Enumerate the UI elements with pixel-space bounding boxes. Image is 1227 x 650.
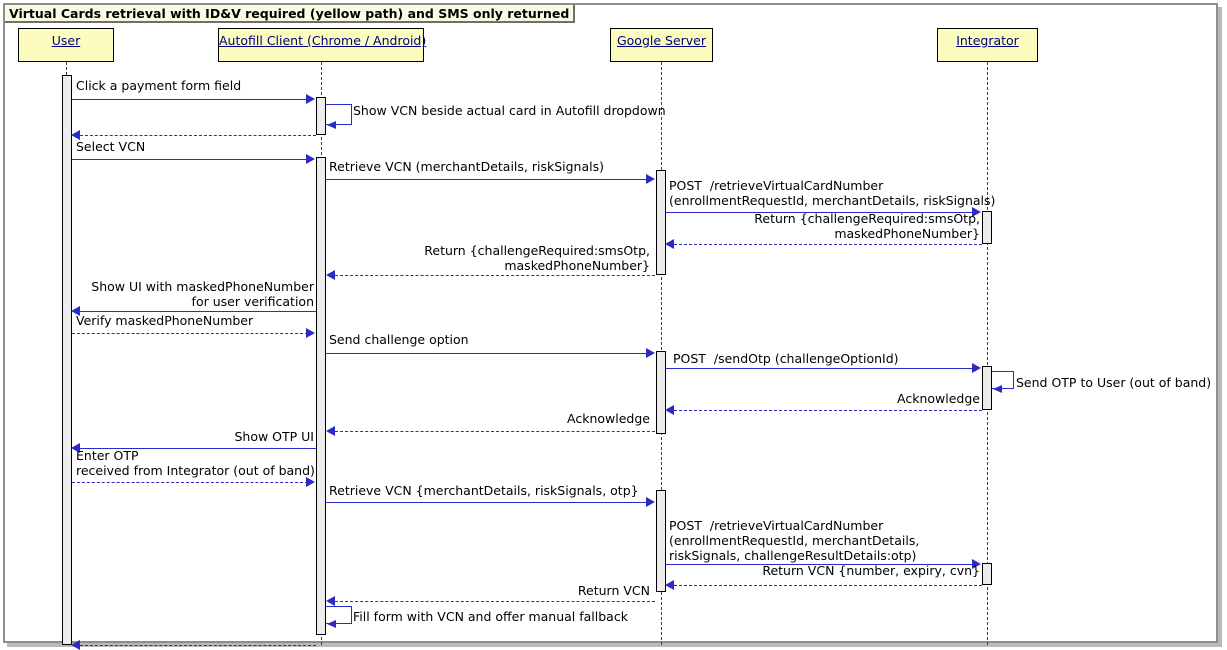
message-arrow-23 [71, 640, 80, 650]
diagram-title: Virtual Cards retrieval with ID&V requir… [5, 5, 576, 23]
message-label-16: Show OTP UI [234, 429, 314, 444]
activation-server-1 [656, 170, 666, 275]
message-line-10 [72, 333, 308, 334]
message-arrow-3 [71, 130, 80, 140]
message-arrow-12 [972, 363, 981, 373]
message-label-20: Return VCN {number, expiry, cvn} [762, 563, 980, 578]
message-arrow-16 [71, 443, 80, 453]
message-label-12: POST /sendOtp (challengeOptionId) [673, 351, 899, 366]
activation-client-2 [316, 157, 326, 635]
message-line-14 [674, 410, 982, 411]
message-label-21: Return VCN [577, 583, 650, 598]
message-line-15 [335, 431, 655, 432]
message-arrow-22 [327, 620, 336, 628]
message-arrow-6 [972, 207, 981, 217]
message-arrow-17 [306, 477, 315, 487]
message-line-12 [666, 368, 974, 369]
message-line-11 [326, 353, 648, 354]
message-line-17 [72, 482, 308, 483]
message-line-20 [674, 585, 982, 586]
message-arrow-10 [306, 328, 315, 338]
message-arrow-13 [993, 385, 1002, 393]
message-arrow-21 [326, 596, 335, 606]
participant-google-server-label: Google Server [616, 33, 707, 48]
diagram-frame [3, 3, 1218, 643]
participant-integrator[interactable]: Integrator [937, 28, 1038, 62]
message-arrow-20 [665, 580, 674, 590]
participant-autofill-client[interactable]: Autofill Client (Chrome / Android) [218, 28, 427, 62]
message-label-10: Verify maskedPhoneNumber [76, 313, 254, 328]
message-arrow-19 [972, 559, 981, 569]
participant-user[interactable]: User [18, 28, 114, 62]
participant-autofill-client-label: Autofill Client (Chrome / Android) [219, 33, 427, 48]
activation-server-3 [656, 490, 666, 592]
message-line-19 [666, 564, 974, 565]
message-label-6: POST /retrieveVirtualCardNumber (enrollm… [669, 178, 996, 208]
message-label-11: Send challenge option [329, 332, 469, 347]
lifeline-integrator [987, 62, 988, 645]
message-arrow-18 [646, 497, 655, 507]
message-label-1: Click a payment form field [76, 78, 242, 93]
message-label-5: Retrieve VCN (merchantDetails, riskSigna… [329, 159, 604, 174]
message-arrow-8 [326, 270, 335, 280]
activation-server-2 [656, 351, 666, 434]
message-arrow-1 [306, 94, 315, 104]
message-line-18 [326, 502, 648, 503]
message-line-6 [666, 212, 974, 213]
message-arrow-2 [327, 121, 336, 129]
message-selfloop-22 [326, 606, 352, 624]
participant-integrator-label: Integrator [956, 33, 1019, 48]
message-line-1 [72, 99, 308, 100]
message-line-8 [335, 275, 655, 276]
activation-integrator-1 [982, 211, 992, 244]
message-label-14: Acknowledge [897, 391, 980, 406]
message-line-4 [72, 159, 308, 160]
message-label-18: Retrieve VCN {merchantDetails, riskSigna… [329, 483, 639, 498]
activation-client-1 [316, 97, 326, 135]
message-line-3 [80, 135, 316, 136]
activation-user [62, 75, 72, 645]
message-arrow-5 [646, 174, 655, 184]
message-arrow-9 [71, 306, 80, 316]
message-line-5 [326, 179, 648, 180]
message-line-9 [80, 311, 316, 312]
message-arrow-7 [665, 239, 674, 249]
message-label-15: Acknowledge [567, 411, 650, 426]
message-selfloop-13 [992, 371, 1014, 389]
message-label-4: Select VCN [76, 139, 146, 154]
message-arrow-15 [326, 426, 335, 436]
message-label-2: Show VCN beside actual card in Autofill … [353, 103, 666, 118]
message-label-22: Fill form with VCN and offer manual fall… [353, 609, 628, 624]
message-label-8: Return {challengeRequired:smsOtp, masked… [424, 243, 650, 273]
message-line-23 [80, 645, 316, 646]
participant-user-label: User [51, 33, 81, 48]
message-label-19: POST /retrieveVirtualCardNumber (enrollm… [669, 518, 920, 563]
message-label-9: Show UI with maskedPhoneNumber for user … [91, 279, 314, 309]
message-selfloop-2 [326, 104, 352, 125]
activation-integrator-3 [982, 563, 992, 585]
message-label-13: Send OTP to User (out of band) [1016, 375, 1212, 390]
message-line-21 [335, 601, 655, 602]
message-label-7: Return {challengeRequired:smsOtp, masked… [754, 211, 980, 241]
participant-google-server[interactable]: Google Server [610, 28, 713, 62]
message-label-17: Enter OTP received from Integrator (out … [76, 448, 315, 478]
message-line-16 [80, 448, 316, 449]
message-line-7 [674, 244, 982, 245]
activation-integrator-2 [982, 366, 992, 410]
message-arrow-14 [665, 405, 674, 415]
message-arrow-4 [306, 154, 315, 164]
message-arrow-11 [646, 348, 655, 358]
